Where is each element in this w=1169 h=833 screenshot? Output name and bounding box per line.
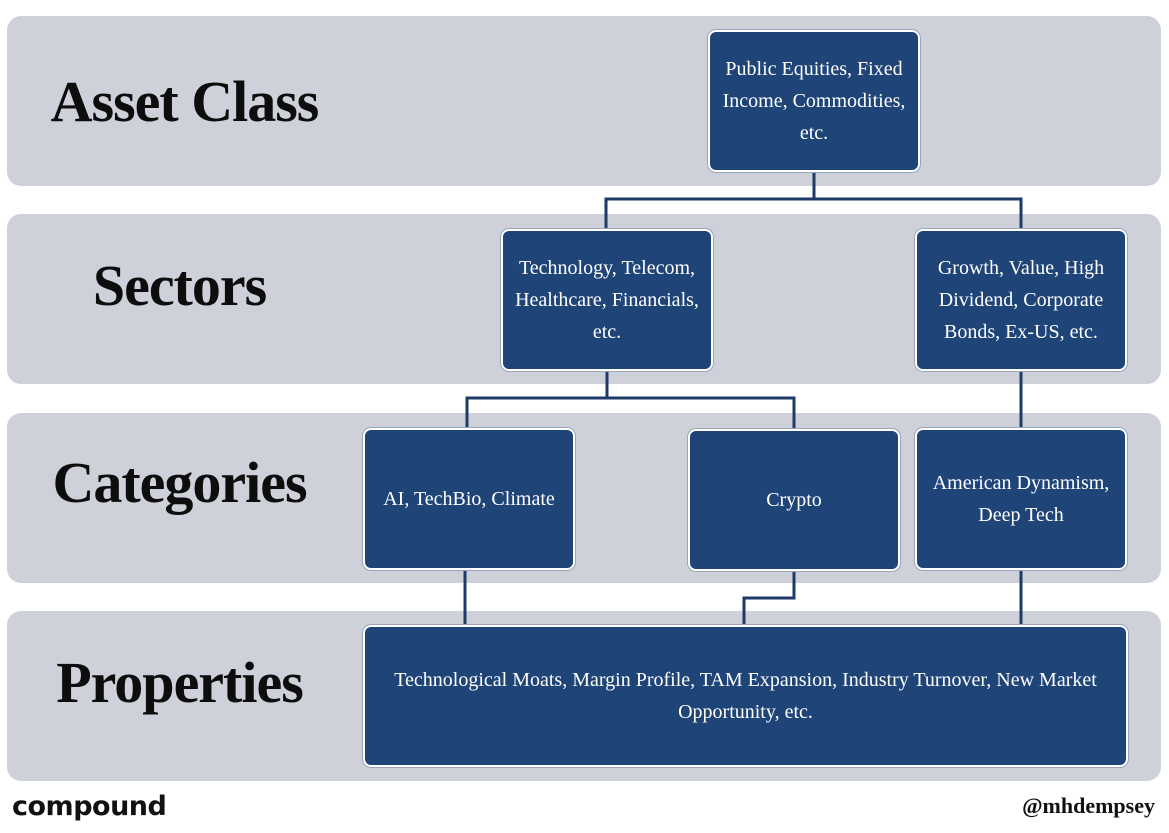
asset-class-band: Asset Class [7,16,1161,186]
asset-class-box: Public Equities, Fixed Income, Commoditi… [708,30,920,172]
compound-logo: compound [12,791,167,822]
properties-label: Properties [56,650,304,715]
category-crypto-box: Crypto [688,429,900,571]
category-american-dynamism-box: American Dynamism, Deep Tech [915,428,1127,570]
asset-class-label: Asset Class [50,69,320,134]
category-american-dynamism-text: American Dynamism, Deep Tech [932,472,1110,526]
sector-growth-value-text: Growth, Value, High Dividend, Corporate … [937,257,1105,343]
sector-technology-box: Technology, Telecom, Healthcare, Financi… [501,229,713,371]
categories-label: Categories [52,450,307,515]
asset-class-text: Public Equities, Fixed Income, Commoditi… [722,58,906,144]
category-ai-text: AI, TechBio, Climate [383,488,555,510]
properties-text: Technological Moats, Margin Profile, TAM… [394,669,1097,723]
category-crypto-text: Crypto [766,489,822,511]
category-ai-box: AI, TechBio, Climate [363,428,575,570]
properties-box: Technological Moats, Margin Profile, TAM… [363,625,1128,767]
sector-growth-value-box: Growth, Value, High Dividend, Corporate … [915,229,1127,371]
sector-technology-text: Technology, Telecom, Healthcare, Financi… [515,257,699,343]
sectors-label: Sectors [92,253,267,318]
author-handle: @mhdempsey [1022,793,1155,818]
